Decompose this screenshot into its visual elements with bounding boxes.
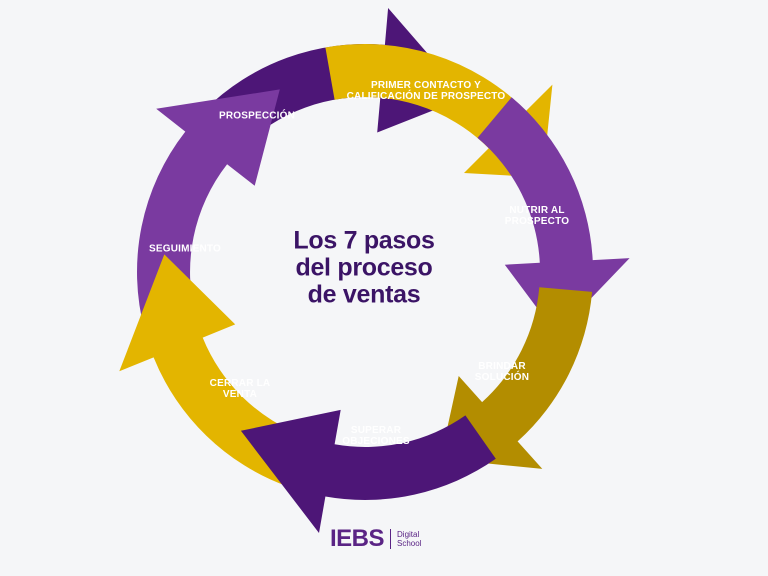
step-label-brindar-solucion: BRINDAR SOLUCIÓN: [474, 361, 530, 383]
step-label-cerrar-venta: CERRAR LA VENTA: [209, 378, 271, 400]
step-label-nutrir: NUTRIR AL PROSPECTO: [504, 205, 570, 227]
arrow-nutrir: [477, 97, 630, 335]
step-label-prospeccion: PROSPECCIÓN: [218, 110, 296, 122]
logo-mark: IEBS: [330, 525, 385, 552]
cycle-arrows: [119, 8, 630, 533]
step-label-seguimiento: SEGUIMIENTO: [148, 243, 222, 255]
logo-divider: [390, 529, 392, 549]
step-label-primer-contacto: PRIMER CONTACTO Y CALIFICACIÓN DE PROSPE…: [346, 80, 506, 102]
iebs-logo: IEBS Digital School: [330, 525, 421, 553]
logo-subtitle: Digital School: [397, 530, 422, 548]
diagram-title: Los 7 pasos del proceso de ventas: [293, 226, 435, 309]
arrow-superar-objeciones: [240, 409, 496, 533]
step-label-superar-objeciones: SUPERAR OBJECIONES: [342, 425, 410, 447]
arrow-brindar-solucion: [440, 287, 593, 469]
